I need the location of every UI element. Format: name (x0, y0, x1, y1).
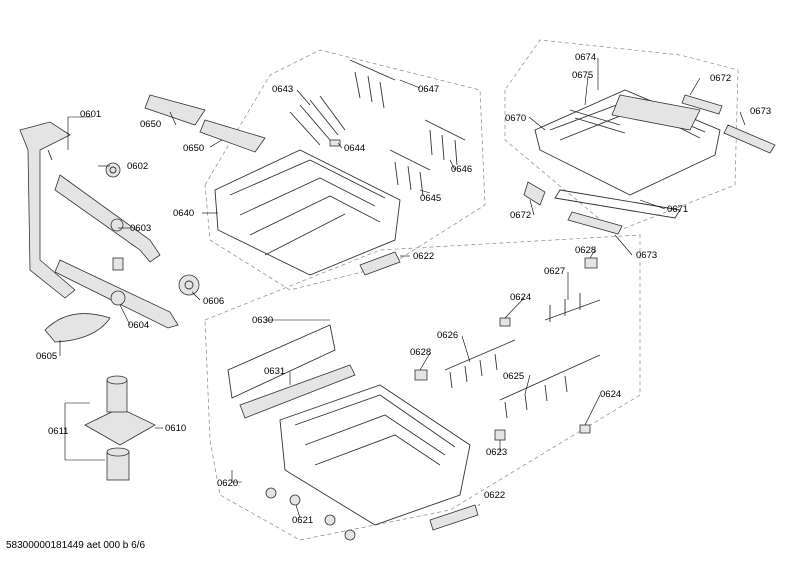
clip-0644 (329, 139, 341, 147)
label-0620: 0620 (217, 478, 238, 489)
label-0623: 0623 (486, 447, 507, 458)
label-0671: 0671 (667, 204, 688, 215)
wheels-0621 (265, 487, 356, 541)
label-0674: 0674 (575, 52, 596, 63)
label-0628-upper: 0628 (575, 245, 596, 256)
label-0643: 0643 (272, 84, 293, 95)
middle-basket-group-outline (204, 49, 486, 291)
handle-0622-lower (429, 504, 479, 531)
leader-lines (59, 58, 746, 519)
cutlery-drawer-group-outline (504, 39, 739, 233)
lower-basket-group-outline (204, 234, 641, 541)
cup-shelf-0650 (144, 94, 266, 153)
tine-row-0627 (544, 293, 601, 322)
label-0650-lower: 0650 (183, 143, 204, 154)
upper-spray-arm-0603 (54, 174, 161, 263)
label-0603: 0603 (130, 223, 151, 234)
rail-end-0673-left (567, 211, 623, 235)
label-0647: 0647 (418, 84, 439, 95)
label-0627: 0627 (544, 266, 565, 277)
fold-down-tines-0643 (289, 95, 346, 146)
wire-rack-0630 (227, 324, 336, 399)
label-0601: 0601 (80, 109, 101, 120)
spray-pipe-0601 (19, 121, 76, 299)
label-0672-upper: 0672 (710, 73, 731, 84)
rail-end-0673-right (723, 124, 776, 154)
sieve-cover-0605 (44, 313, 111, 343)
label-0610: 0610 (165, 423, 186, 434)
cutlery-insert-0675 (569, 109, 626, 134)
spray-arm-hub-0602 (105, 162, 121, 178)
label-0630: 0630 (252, 315, 273, 326)
label-0640: 0640 (173, 208, 194, 219)
label-0672-lower: 0672 (510, 210, 531, 221)
label-0622-upper: 0622 (413, 251, 434, 262)
label-0624-lower: 0624 (600, 389, 621, 400)
clip-0623 (494, 429, 506, 441)
label-0611: 0611 (48, 426, 68, 437)
fine-filter-0611 (106, 447, 130, 481)
label-0645: 0645 (420, 193, 441, 204)
label-0673-upper: 0673 (750, 106, 771, 117)
label-0675: 0675 (572, 70, 593, 81)
filter-system-0610 (84, 375, 156, 446)
lower-spray-arm-0604 (54, 257, 179, 329)
end-cap-0672-right (681, 94, 723, 115)
label-0626: 0626 (437, 330, 458, 341)
cup-rack-0631 (239, 364, 356, 419)
tines-0645 (389, 149, 431, 197)
tine-row-0626 (444, 339, 516, 389)
rail-0671 (554, 189, 681, 219)
label-0650-upper: 0650 (140, 119, 161, 130)
label-0646: 0646 (451, 164, 472, 175)
end-cap-0672-left (523, 181, 546, 206)
label-0644: 0644 (344, 143, 365, 154)
tines-row-0647 (349, 59, 396, 109)
label-0670: 0670 (505, 113, 526, 124)
label-0624-upper: 0624 (510, 292, 531, 303)
middle-basket-0640 (214, 149, 401, 276)
label-0621: 0621 (292, 515, 313, 526)
cutlery-tray-0674 (611, 94, 701, 131)
label-0631: 0631 (264, 366, 285, 377)
document-footer: 58300000181449 aet 000 b 6/6 (6, 540, 146, 551)
label-0604: 0604 (128, 320, 149, 331)
label-0605: 0605 (36, 351, 57, 362)
label-0625: 0625 (503, 371, 524, 382)
lower-basket-0620 (279, 384, 471, 526)
clips-0628 (414, 257, 598, 381)
handle-0622-upper (359, 251, 401, 276)
tines-0646 (424, 119, 466, 166)
label-0602: 0602 (127, 161, 148, 172)
label-0622-lower: 0622 (484, 490, 505, 501)
label-0628-lower: 0628 (410, 347, 431, 358)
label-0673-lower: 0673 (636, 250, 657, 261)
tine-row-0625 (499, 354, 601, 419)
filter-disc-0606 (178, 274, 200, 296)
label-0606: 0606 (203, 296, 224, 307)
